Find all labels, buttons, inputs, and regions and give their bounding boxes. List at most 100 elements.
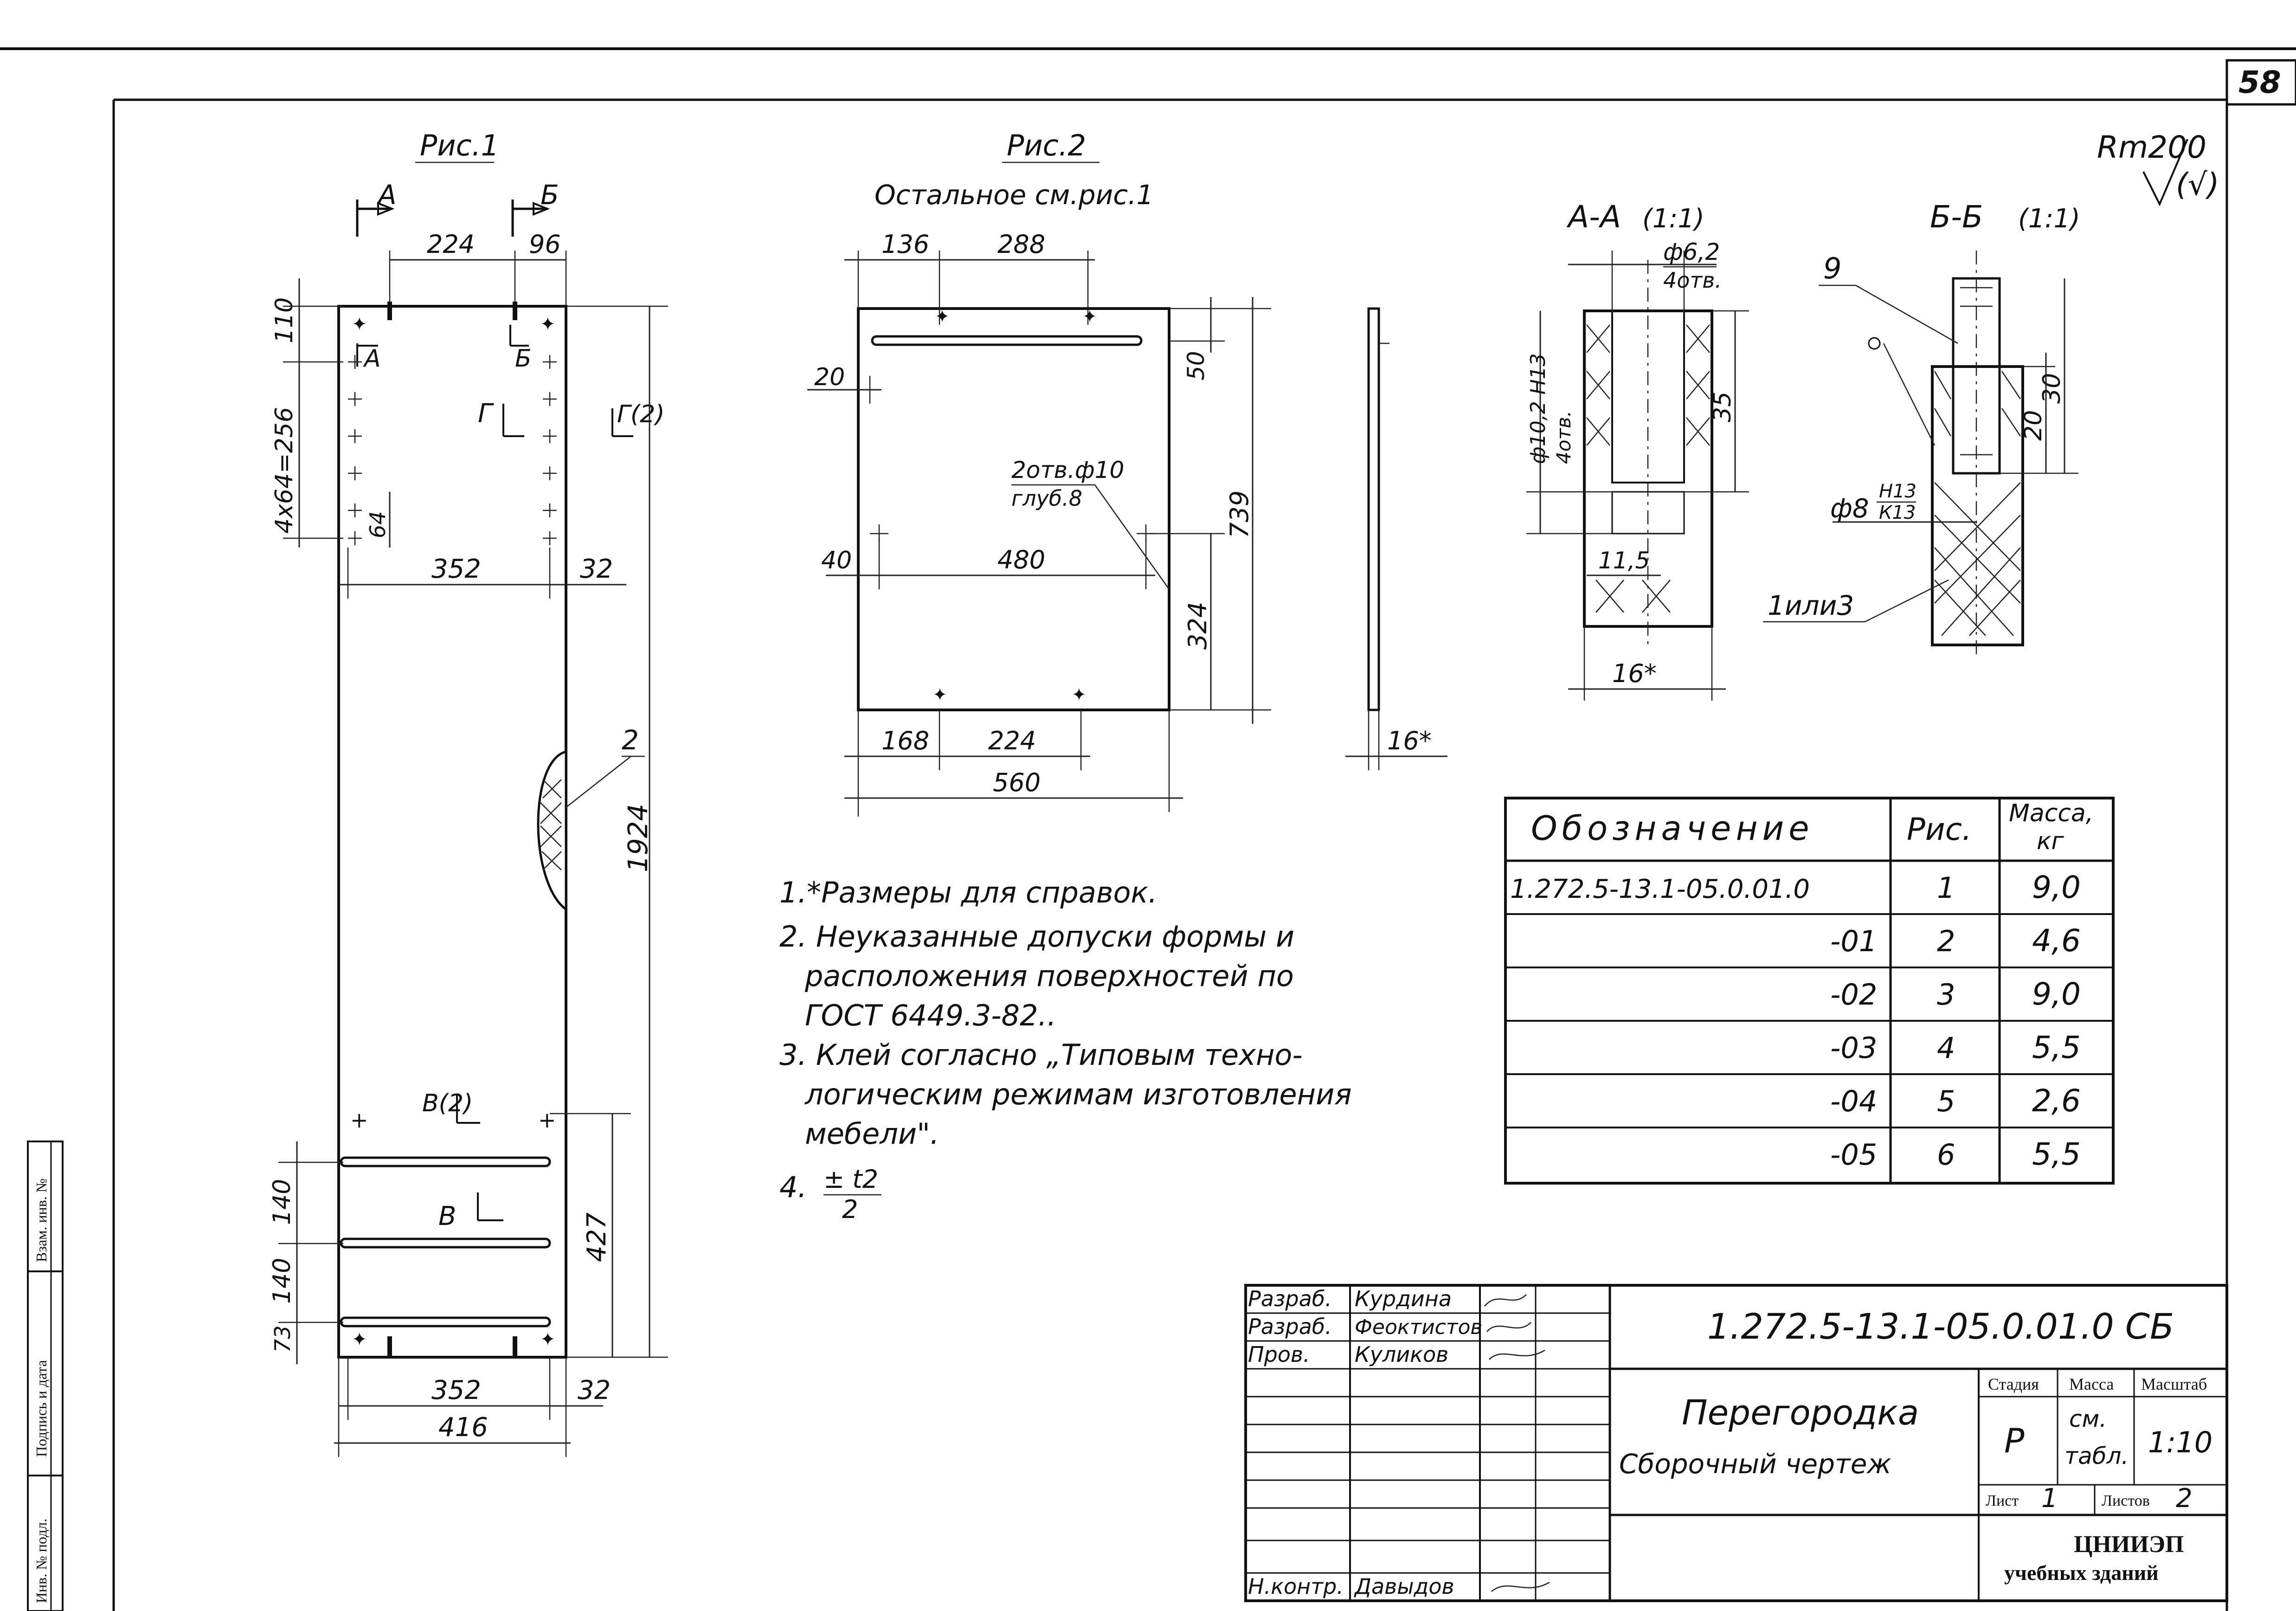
svg-text:✦: ✦ (352, 314, 367, 335)
section-bb-title: Б-Б (1930, 199, 1983, 235)
tb-sheets-label: Листов (2102, 1492, 2150, 1509)
svg-text:✦: ✦ (1082, 306, 1097, 327)
stamp-replacement: Взам. инв. № (33, 1179, 50, 1262)
spec-row-designation: -05 (1830, 1138, 1877, 1172)
tb-product-name: Перегородка (1682, 1393, 1919, 1433)
rail (340, 1156, 551, 1167)
svg-text:+: + (350, 1108, 368, 1133)
tb-name: Куликов (1355, 1342, 1448, 1367)
spec-header-fig: Рис. (1907, 812, 1972, 847)
fig2-dim-168: 168 (881, 726, 929, 755)
rail (340, 1237, 551, 1249)
tb-role: Пров. (1248, 1342, 1310, 1367)
dim-427: 427 (582, 1212, 612, 1262)
tb-role: Разраб. (1248, 1314, 1332, 1339)
section-b-b: Б-Б (1:1) 9 30 20 ф8 Н13 К13 1или3 (1763, 199, 2080, 659)
section-bb-leader-9: 9 (1823, 251, 1841, 285)
fig1-view-g2: Г(2) (617, 400, 665, 428)
fig2-dim-288: 288 (997, 230, 1045, 259)
fig2-dim-560: 560 (993, 768, 1041, 797)
spec-row-fig: 1 (1937, 871, 1955, 905)
fig1-section-b-inner: Б (515, 345, 532, 373)
fig1-section-a-inner: А (363, 345, 381, 373)
tb-role: Н.контр. (1248, 1574, 1344, 1599)
note-4-numerator: ± t2 (823, 1165, 878, 1194)
spec-row-fig: 3 (1937, 978, 1955, 1012)
fig2-holes-note-1: 2отв.ф10 (1011, 457, 1124, 483)
tb-stage-label: Стадия (1988, 1375, 2039, 1393)
fig1-caption: Рис.1 (420, 129, 499, 162)
note-3b: логическим режимам изготовления (804, 1077, 1352, 1111)
note-2b: расположения поверхностей по (804, 959, 1294, 993)
fig2-dim-50: 50 (1183, 351, 1209, 380)
fig1-view-v: В (438, 1201, 456, 1231)
spec-header-kg: кг (2037, 827, 2064, 855)
section-bb-fit-2: Н13 (1879, 481, 1917, 502)
spec-row-mass: 4,6 (2032, 923, 2081, 959)
section-aa-hole-side-1: ф10,2 Н13 (1526, 353, 1550, 464)
tb-sheets: 2 (2176, 1483, 2193, 1514)
dim-140a: 140 (268, 1179, 296, 1225)
section-aa-dim-16: 16* (1612, 659, 1657, 688)
spec-row-fig: 5 (1937, 1084, 1955, 1118)
tb-mass-1: см. (2069, 1405, 2107, 1432)
tb-mass-label: Масса (2069, 1375, 2114, 1393)
figure-1: Рис.1 А Б 224 96 ✦ ✦ А Б Г Г(2) (268, 129, 668, 1457)
dim-73: 73 (270, 1325, 295, 1353)
fig1-section-a: А (376, 179, 397, 211)
note-3c: мебели". (805, 1117, 939, 1151)
section-aa-title: А-А (1566, 199, 1621, 235)
svg-text:✦: ✦ (1072, 684, 1087, 705)
screw-mark (387, 302, 392, 320)
svg-text:✦: ✦ (935, 306, 950, 327)
spec-row-mass: 9,0 (2032, 870, 2081, 905)
mount-holes (348, 355, 557, 545)
tb-org-1: ЦНИИЭП (2074, 1531, 2184, 1558)
fig2-dim-224: 224 (988, 726, 1036, 755)
stamp-inventory: Инв. № подл. (33, 1519, 50, 1603)
dim-352-top: 352 (431, 554, 481, 584)
dim-224: 224 (427, 230, 475, 259)
edge-band-detail (537, 750, 567, 912)
section-aa-scale: (1:1) (1642, 204, 1704, 234)
section-a-a: А-А (1:1) ф6,2 4отв. ф10,2 Н13 4отв. 35 … (1526, 199, 1749, 701)
tb-doc-type: Сборочный чертеж (1619, 1448, 1891, 1480)
spec-row-mass: 5,5 (2032, 1030, 2081, 1065)
note-2c: ГОСТ 6449.3-82.. (805, 999, 1056, 1032)
dim-140b: 140 (268, 1258, 296, 1304)
section-bb-leader-1or3: 1или3 (1768, 590, 1854, 621)
tb-role: Разраб. (1248, 1286, 1332, 1311)
svg-text:+: + (538, 1108, 556, 1133)
tb-scale-label: Масштаб (2141, 1375, 2207, 1393)
spec-header-mass: Масса, (2009, 799, 2093, 827)
fig2-side-profile (1367, 307, 1380, 711)
tb-sheet: 1 (2041, 1483, 2058, 1514)
tb-name: Курдина (1355, 1286, 1452, 1311)
tb-org-2: учебных зданий (2004, 1561, 2159, 1585)
spec-row-designation: -03 (1830, 1031, 1877, 1065)
fig1-section-b: Б (540, 179, 559, 211)
dim-32-bot: 32 (578, 1375, 611, 1405)
dim-4x64: 4х64=256 (270, 407, 298, 534)
section-bb-scale: (1:1) (2018, 204, 2080, 234)
screw-mark (513, 302, 517, 320)
dim-352-bot: 352 (431, 1375, 481, 1405)
roughness-paren: (√) (2176, 167, 2219, 202)
spec-row-mass: 5,5 (2032, 1136, 2081, 1172)
spec-header-designation: Обозначение (1531, 809, 1814, 848)
dim-96: 96 (529, 230, 561, 259)
section-aa-dim-11-5: 11,5 (1598, 547, 1650, 574)
side-stamp: Взам. инв. № Подпись и дата Инв. № подл. (27, 1141, 64, 1611)
tb-scale: 1:10 (2148, 1425, 2212, 1459)
spec-row-designation: -02 (1830, 978, 1877, 1012)
fig1-view-v2: В(2) (422, 1089, 473, 1117)
section-aa-hole-top-2: 4отв. (1663, 268, 1722, 293)
section-aa-dim-35: 35 (1709, 392, 1736, 422)
fig2-dim-136: 136 (881, 230, 929, 259)
svg-text:✦: ✦ (540, 1329, 556, 1350)
section-bb-dim-20: 20 (2019, 410, 2047, 441)
spec-row-designation: -01 (1830, 924, 1877, 958)
tb-designation: 1.272.5-13.1-05.0.01.0 СБ (1707, 1306, 2174, 1347)
spec-table: Обозначение Рис. Масса, кг 1.272.5-13.1-… (1504, 797, 2115, 1185)
